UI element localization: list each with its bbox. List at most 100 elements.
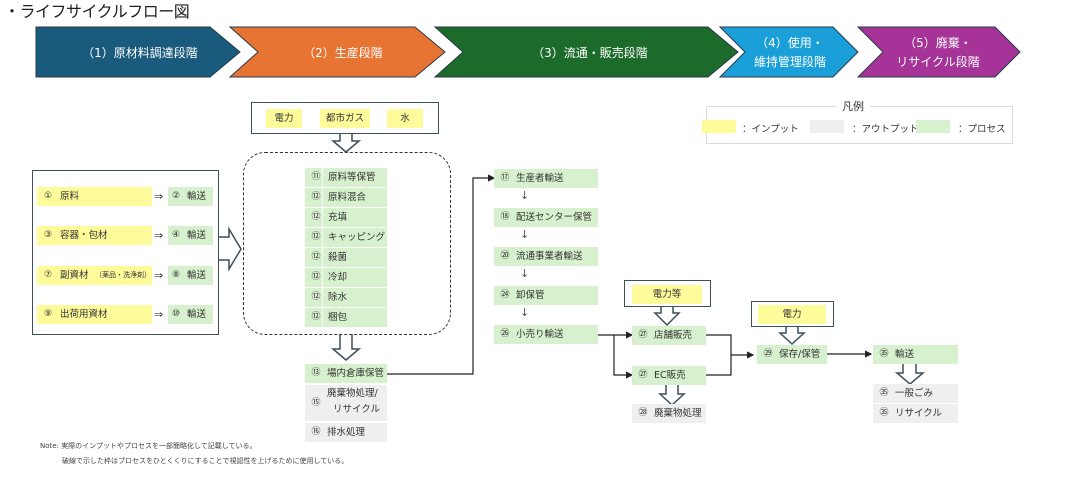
process-label: 梱包 bbox=[322, 308, 347, 327]
down-arrow-icon: ↓ bbox=[520, 267, 530, 280]
ec-to-waste-arrow bbox=[658, 385, 686, 407]
raw-material-label: 副資材 bbox=[60, 270, 89, 281]
process-label: キャッピング bbox=[322, 228, 385, 247]
stage-4-chevron bbox=[718, 26, 859, 78]
process-label: 輸送 bbox=[187, 270, 207, 281]
process-num: ⑫ bbox=[311, 292, 321, 302]
legend-swatch-input bbox=[702, 120, 736, 133]
process-label: EC販売 bbox=[654, 370, 686, 381]
output-num: ㉘ bbox=[638, 408, 648, 418]
waste-recycle-output: ⑮ 廃棄物処理/ リサイクル bbox=[305, 385, 387, 421]
disposal-transport: ㉟ 輸送 bbox=[873, 345, 958, 364]
production-process-group bbox=[243, 152, 451, 335]
process-label: 冷却 bbox=[322, 268, 347, 287]
process-num: ⑪ bbox=[311, 172, 321, 182]
process-num: ㉗ bbox=[638, 370, 648, 380]
stage-3-chevron bbox=[433, 26, 739, 78]
process-label: 輸送 bbox=[187, 309, 207, 320]
stage-1-chevron bbox=[35, 26, 241, 78]
raw-material-num: ① bbox=[43, 191, 53, 201]
implies-arrow: ⇒ bbox=[154, 308, 164, 321]
store-sales: ㉗ 店舗販売 bbox=[632, 326, 706, 345]
legend-label-input: ：インプット bbox=[742, 124, 799, 135]
process-num: ⑫ bbox=[311, 192, 321, 202]
implies-arrow: ⇒ bbox=[154, 229, 164, 242]
note-line-2: 破線で示した枠はプロセスをひとくくりにすることで視認性を上げるために使用している… bbox=[62, 457, 349, 465]
process-label: 輸送 bbox=[895, 349, 915, 360]
output-label: 排水処理 bbox=[327, 427, 366, 438]
process-label: 卸保管 bbox=[516, 290, 545, 301]
sales-input: 電力等 bbox=[632, 285, 702, 304]
raw-material-row-4: ⑨ 出荷用資材 bbox=[37, 305, 152, 324]
process-num: ㉔ bbox=[500, 290, 510, 300]
sales-waste-output: ㉘ 廃棄物処理 bbox=[632, 404, 706, 423]
raw-material-row-3: ⑦ 副資材 （薬品・洗浄剤） bbox=[37, 266, 152, 285]
process-num: ⑫ bbox=[311, 312, 321, 322]
stage-chevrons bbox=[35, 26, 1021, 78]
stage-3-label: （3）流通・販売段階 bbox=[532, 46, 648, 60]
sales-input-arrow bbox=[653, 306, 681, 327]
disposal-output-arrow bbox=[894, 364, 926, 385]
input-electricity: 電力 bbox=[266, 109, 302, 128]
process-num: ⑬ bbox=[311, 368, 321, 378]
stage-1-label: （1）原材料調達段階 bbox=[82, 46, 198, 60]
stage-4-label-line2: 維持管理段階 bbox=[753, 55, 826, 69]
process-label: 場内倉庫保管 bbox=[327, 368, 385, 379]
process-num: ㉖ bbox=[500, 329, 510, 339]
implies-arrow: ⇒ bbox=[154, 269, 164, 282]
storage-process: ㉙ 保存/保管 bbox=[757, 345, 827, 364]
process-num: ㉗ bbox=[638, 330, 648, 340]
raw-material-label: 出荷用資材 bbox=[60, 309, 108, 320]
wastewater-output: ⑯ 排水処理 bbox=[305, 423, 387, 442]
output-label: リサイクル bbox=[895, 408, 943, 419]
raw-material-row-1: ① 原料 bbox=[37, 187, 152, 206]
stage-5-label-line1: （5）廃棄・ bbox=[904, 36, 972, 50]
output-label: 廃棄物処理 bbox=[654, 408, 702, 419]
raw-material-num: ⑦ bbox=[43, 270, 53, 280]
output-num: ㉟ bbox=[879, 408, 889, 418]
process-label: 保存/保管 bbox=[779, 349, 821, 360]
raw-material-label: 容器・包材 bbox=[60, 230, 108, 241]
legend-label-output: ：アウトプット bbox=[852, 124, 919, 135]
down-arrow-icon: ↓ bbox=[520, 228, 530, 241]
page-title: ・ライフサイクルフロー図 bbox=[4, 2, 190, 21]
output-label: 一般ごみ bbox=[895, 388, 934, 399]
distribution-step: ⑳ 流通事業者輸送 bbox=[494, 247, 598, 266]
process-num: ⑩ bbox=[171, 309, 181, 319]
use-input-arrow bbox=[778, 326, 806, 346]
output-label-line1: 廃棄物処理/ bbox=[327, 388, 378, 399]
process-num: ② bbox=[171, 191, 181, 201]
stage-4-label-line1: （4）使用・ bbox=[756, 36, 824, 50]
process-label: 原料混合 bbox=[322, 188, 366, 207]
process-label: 殺菌 bbox=[322, 248, 347, 267]
raw-to-production-arrow bbox=[218, 226, 242, 272]
process-label: 輸送 bbox=[187, 191, 207, 202]
stage-5-label-line2: リサイクル段階 bbox=[896, 55, 980, 69]
input-city-gas: 都市ガス bbox=[320, 109, 370, 128]
use-input: 電力 bbox=[758, 305, 826, 324]
process-num: ⑫ bbox=[311, 212, 321, 222]
recycle-output: ㉟ リサイクル bbox=[873, 404, 958, 423]
process-label: 生産者輸送 bbox=[516, 173, 564, 184]
transport-process: ④ 輸送 bbox=[168, 226, 213, 245]
process-num: ⑫ bbox=[311, 252, 321, 262]
process-label: 流通事業者輸送 bbox=[516, 251, 583, 262]
transport-process: ② 輸送 bbox=[168, 187, 213, 206]
output-num: ⑮ bbox=[311, 398, 321, 408]
raw-material-sublabel: （薬品・洗浄剤） bbox=[95, 271, 151, 279]
inputs-to-production-arrow bbox=[330, 133, 362, 153]
retail-to-ec-line bbox=[613, 335, 634, 379]
note-line-1: Note: 実際のインプットやプロセスを一部簡略化して記載している。 bbox=[40, 442, 257, 450]
general-waste-output: ㉟ 一般ごみ bbox=[873, 384, 958, 403]
store-to-storage-line bbox=[706, 334, 732, 376]
raw-material-num: ③ bbox=[43, 230, 53, 240]
process-num: ⑳ bbox=[500, 251, 510, 261]
warehouse-to-distribution-line bbox=[386, 174, 496, 375]
